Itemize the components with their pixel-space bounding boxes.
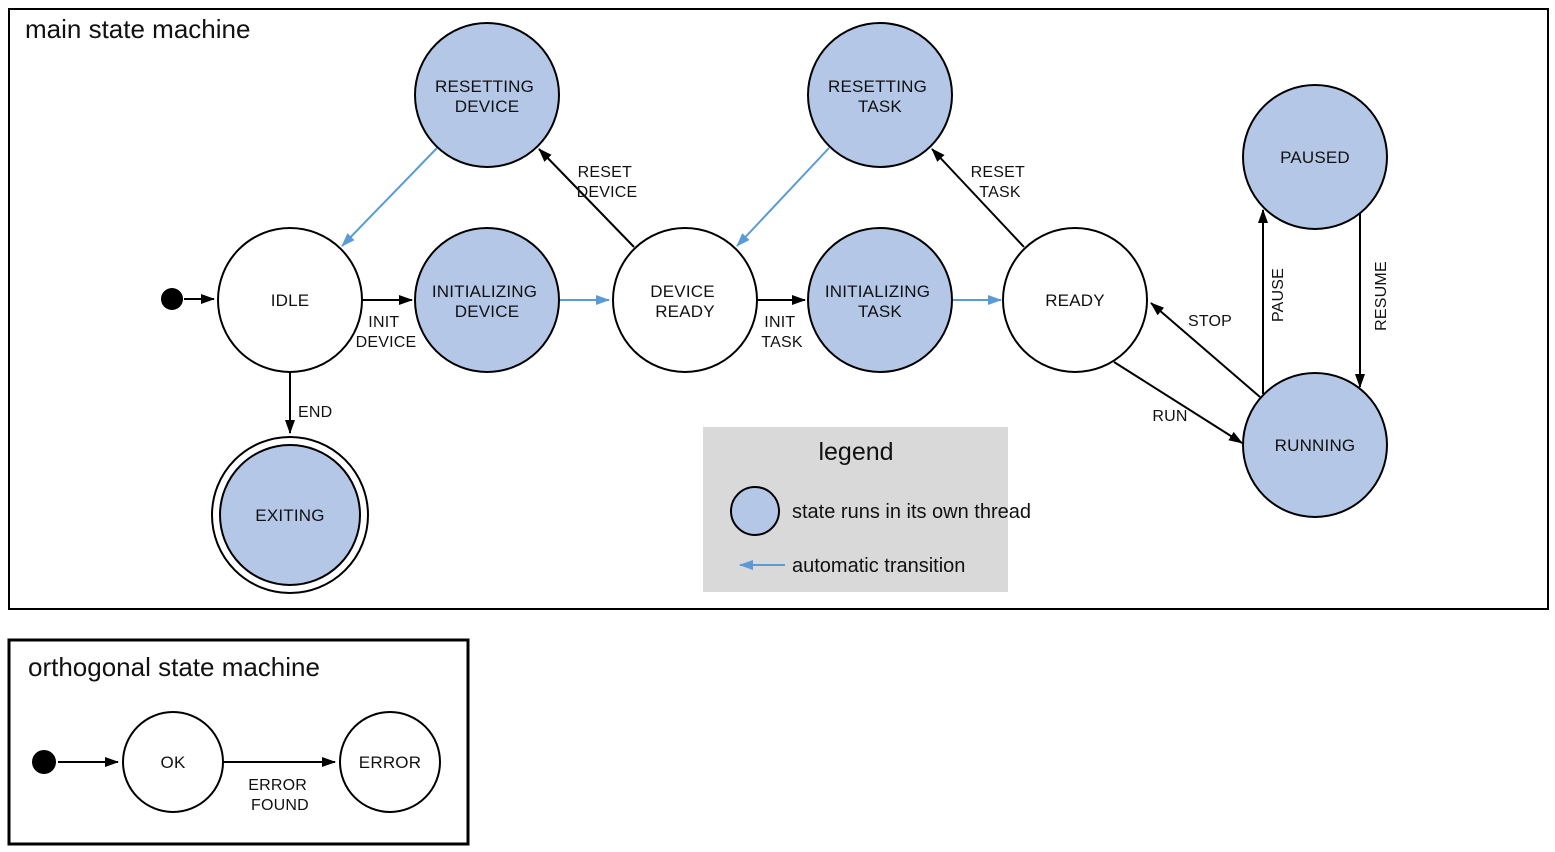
- state-circle: [612, 227, 758, 373]
- state-initializing-device: INITIALIZING DEVICE: [414, 227, 560, 373]
- label-line: RESETTING: [828, 77, 927, 96]
- state-label: ERROR: [359, 753, 421, 772]
- state-paused: PAUSED: [1242, 84, 1388, 230]
- transition-run-line: [1113, 361, 1243, 444]
- state-label: DEVICE READY: [650, 282, 719, 321]
- transition-reset-device-line: [538, 148, 635, 248]
- transition-reset-task-line: [931, 148, 1025, 248]
- state-error: ERROR: [339, 711, 441, 813]
- state-circle: [219, 444, 361, 586]
- state-circle: [217, 227, 363, 373]
- transition-reset-device-label: RESET DEVICE: [577, 164, 638, 201]
- label-line: TASK: [858, 302, 902, 321]
- legend-threaded-state-swatch: [730, 486, 780, 536]
- state-ready: READY: [1002, 227, 1148, 373]
- state-ok: OK: [122, 711, 224, 813]
- state-resetting-device: RESETTING DEVICE: [414, 22, 560, 168]
- transition-stop-line: [1150, 302, 1261, 398]
- transition-resume-label: RESUME: [1373, 261, 1390, 331]
- label-line: INIT: [368, 314, 399, 331]
- state-circle: [414, 227, 560, 373]
- label-line: DEVICE: [455, 302, 520, 321]
- state-label: EXITING: [255, 506, 324, 525]
- label-line: DEVICE: [650, 282, 715, 301]
- state-label: RESETTING DEVICE: [435, 77, 539, 116]
- main-machine-title: main state machine: [25, 14, 250, 44]
- label-line: RESET: [578, 164, 632, 181]
- label-line: ERROR: [248, 777, 307, 794]
- label-line: INITIALIZING: [432, 282, 537, 301]
- label-line: RESETTING: [435, 77, 534, 96]
- label-line: DEVICE: [356, 334, 417, 351]
- label-line: INIT: [764, 314, 795, 331]
- legend-title: legend: [818, 438, 893, 466]
- label-line: DEVICE: [577, 184, 638, 201]
- label-line: DEVICE: [455, 97, 520, 116]
- transition-stop-label: STOP: [1188, 313, 1232, 330]
- state-circle: [1242, 372, 1388, 518]
- label-line: TASK: [761, 334, 803, 351]
- state-circle: [807, 22, 953, 168]
- state-running: RUNNING: [1242, 372, 1388, 518]
- state-label: INITIALIZING DEVICE: [432, 282, 542, 321]
- state-exiting: EXITING: [211, 436, 369, 594]
- state-idle: IDLE: [217, 227, 363, 373]
- state-resetting-task: RESETTING TASK: [807, 22, 953, 168]
- label-line: TASK: [979, 184, 1021, 201]
- orthogonal-state-machine: orthogonal state machine OK ERROR FOUND …: [7, 638, 470, 846]
- transition-error-found-label: ERROR FOUND: [248, 777, 311, 814]
- state-label: IDLE: [271, 291, 310, 310]
- initial-state-dot: [161, 288, 183, 310]
- transition-auto-resetdevice-idle: [341, 147, 438, 247]
- label-line: TASK: [858, 97, 902, 116]
- legend-threaded-state-label: state runs in its own thread: [792, 501, 1031, 523]
- transition-pause-label: PAUSE: [1270, 268, 1287, 322]
- state-label: INITIALIZING TASK: [825, 282, 935, 321]
- transition-end-label: END: [298, 404, 332, 421]
- legend-auto-transition-label: automatic transition: [792, 555, 965, 577]
- transitions: INIT DEVICE RESET DEVICE INIT TASK: [161, 147, 1390, 444]
- state-circle: [414, 22, 560, 168]
- label-line: READY: [655, 302, 715, 321]
- state-circle: [1002, 227, 1148, 373]
- label-line: INITIALIZING: [825, 282, 930, 301]
- state-initializing-task: INITIALIZING TASK: [807, 227, 953, 373]
- orthogonal-machine-title: orthogonal state machine: [28, 652, 320, 682]
- label-line: RESET: [971, 164, 1025, 181]
- state-label: READY: [1045, 291, 1105, 310]
- state-circle: [807, 227, 953, 373]
- initial-state-dot: [32, 750, 56, 774]
- states: IDLE RESETTING DEVICE INITIALIZING DEVIC…: [211, 22, 1388, 594]
- state-circle: [339, 711, 441, 813]
- state-label: RUNNING: [1275, 436, 1356, 455]
- state-label: OK: [161, 753, 186, 772]
- transition-reset-task-label: RESET TASK: [971, 164, 1030, 201]
- legend: legend state runs in its own thread auto…: [703, 427, 1031, 592]
- transition-init-task-label: INIT TASK: [761, 314, 803, 351]
- transition-run-label: RUN: [1152, 408, 1187, 425]
- state-device-ready: DEVICE READY: [612, 227, 758, 373]
- state-label: RESETTING TASK: [828, 77, 932, 116]
- label-line: FOUND: [251, 797, 309, 814]
- state-label: PAUSED: [1280, 148, 1350, 167]
- main-state-machine: main state machine INIT DEVICE RESET DEV…: [8, 8, 1549, 610]
- transition-auto-resettask-deviceready: [736, 147, 830, 247]
- state-circle: [1242, 84, 1388, 230]
- transition-init-device-label: INIT DEVICE: [356, 314, 417, 351]
